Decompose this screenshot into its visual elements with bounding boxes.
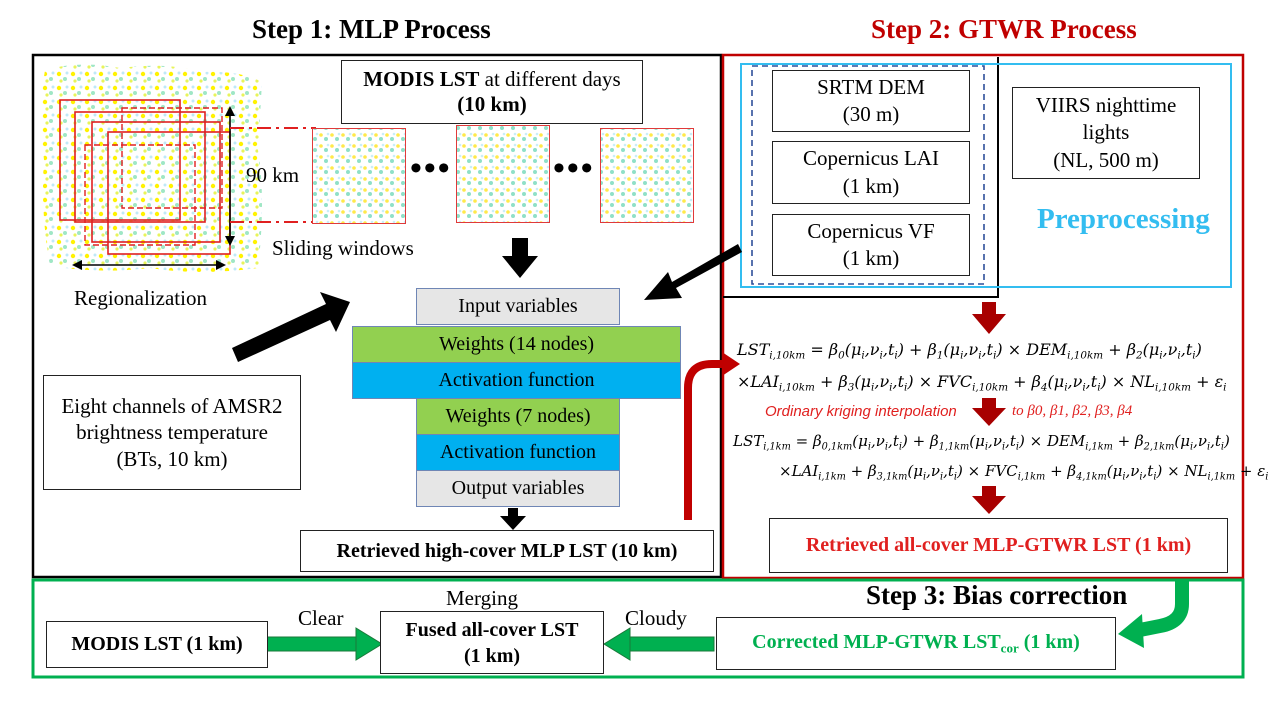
- layer-weights-14: Weights (14 nodes): [352, 326, 681, 363]
- ellipsis-1: •••: [410, 150, 452, 187]
- equation-1-line-2: ×LAIi,10km + β3(μi,νi,ti) × FVCi,10km + …: [737, 372, 1227, 394]
- sliding-windows-label: Sliding windows: [272, 236, 414, 260]
- output-to-result-arrow: [500, 508, 526, 530]
- corrected-lst-box: Corrected MLP-GTWR LSTcor (1 km): [716, 617, 1116, 670]
- step2-title: Step 2: GTWR Process: [871, 14, 1137, 44]
- corrected-lst-main: Corrected MLP-GTWR LST: [752, 630, 1001, 653]
- modis-lst-box: MODIS LST at different days (10 km): [341, 60, 643, 124]
- equation-2-line-2: ×LAIi,1km + β3,1km(μi,νi,ti) × FVCi,1km …: [779, 462, 1269, 483]
- fused-lst-line-2: (1 km): [463, 644, 521, 667]
- clear-label: Clear: [298, 606, 344, 630]
- preprocessing-label: Preprocessing: [1037, 203, 1210, 235]
- kriging-label: Ordinary kriging interpolation: [765, 403, 957, 420]
- gtwr-down-arrow-1: [972, 302, 1006, 334]
- copernicus-vf-box: Copernicus VF (1 km): [772, 214, 970, 276]
- srtm-dem-name: SRTM DEM: [817, 74, 925, 99]
- amsr2-line-2: brightness temperature: [76, 420, 268, 445]
- preprocessing-frame: [740, 63, 1232, 288]
- layer-output-variables: Output variables: [416, 470, 620, 507]
- mlp-result-box: Retrieved high-cover MLP LST (10 km): [300, 530, 714, 572]
- viirs-line-3: (NL, 500 m): [1053, 147, 1159, 172]
- step3-frame: [31, 578, 1245, 679]
- step1-frame: [31, 53, 723, 579]
- layer-weights-7: Weights (7 nodes): [416, 398, 620, 435]
- gtwr-down-arrow-2: [972, 398, 1006, 426]
- gtwr-result-box: Retrieved all-cover MLP-GTWR LST (1 km): [769, 518, 1228, 573]
- layer-activation-2: Activation function: [416, 434, 620, 471]
- mlp-to-gtwr-arrow: [684, 360, 724, 520]
- cloudy-arrow: [603, 627, 715, 661]
- step1-title: Step 1: MLP Process: [252, 14, 491, 44]
- lai-res: (1 km): [842, 173, 900, 198]
- preprocessing-to-network-arrow: [644, 244, 742, 300]
- mlp-result-label: Retrieved high-cover MLP LST (10 km): [336, 539, 678, 562]
- step1-inset-frame: [723, 57, 999, 298]
- amsr2-line-3: (BTs, 10 km): [116, 446, 228, 471]
- ellipsis-2: •••: [553, 150, 595, 187]
- regionalization-label: Regionalization: [74, 286, 207, 310]
- modis-lst-rest: at different days: [479, 67, 621, 91]
- srtm-dem-box: SRTM DEM (30 m): [772, 70, 970, 132]
- window-thumbnail-3: [600, 128, 694, 223]
- gtwr-result-label: Retrieved all-cover MLP-GTWR LST (1 km): [805, 534, 1192, 556]
- windows-to-network-arrow: [502, 238, 538, 278]
- viirs-line-1: VIIRS nighttime: [1035, 93, 1177, 118]
- kriging-target: to β0, β1, β2, β3, β4: [1012, 403, 1133, 419]
- amsr2-box: Eight channels of AMSR2 brightness tempe…: [43, 375, 301, 490]
- viirs-box: VIIRS nighttime lights (NL, 500 m): [1012, 87, 1200, 179]
- srtm-dem-res: (30 m): [842, 102, 900, 126]
- modis-lst-bold: MODIS LST: [363, 67, 480, 91]
- gtwr-down-arrow-3: [972, 486, 1006, 514]
- copernicus-lai-box: Copernicus LAI (1 km): [772, 141, 970, 204]
- lai-name: Copernicus LAI: [803, 146, 939, 171]
- gtwr-to-corrected-arrow: [1138, 580, 1189, 637]
- corrected-lst-sub: cor: [1000, 640, 1019, 656]
- window-thumbnail-1: [312, 128, 406, 224]
- merging-label: Merging: [446, 586, 518, 610]
- equation-1-line-1: LSTi,10km = β0(μi,νi,ti) + β1(μi,νi,ti) …: [737, 340, 1202, 362]
- layer-activation-1: Activation function: [352, 362, 681, 399]
- layer-input-variables: Input variables: [416, 288, 620, 325]
- modis-lst-1km-box: MODIS LST (1 km): [46, 621, 268, 668]
- fused-lst-box: Fused all-cover LST (1 km): [380, 611, 604, 674]
- modis-lst-resolution: (10 km): [457, 92, 527, 116]
- vf-res: (1 km): [842, 246, 900, 270]
- vf-name: Copernicus VF: [807, 218, 935, 243]
- fused-lst-line-1: Fused all-cover LST: [405, 618, 579, 641]
- regionalization-width-arrow: [72, 260, 226, 270]
- step3-title: Step 3: Bias correction: [866, 580, 1128, 610]
- window-thumbnail-2: [456, 125, 550, 223]
- modis-lst-1km-label: MODIS LST (1 km): [71, 633, 243, 655]
- corrected-lst-tail: (1 km): [1018, 630, 1080, 653]
- distance-arrow: [225, 106, 235, 246]
- step2-frame: [721, 53, 1245, 580]
- equation-2-line-1: LSTi,1km = β0,1km(μi,νi,ti) + β1,1km(μi,…: [733, 432, 1230, 453]
- kriging-text: Ordinary kriging interpolation: [765, 403, 957, 420]
- inputs-dashed-frame: [751, 65, 985, 285]
- distance-label: 90 km: [246, 163, 300, 187]
- viirs-line-2: lights: [1082, 120, 1130, 145]
- clear-arrow: [265, 627, 383, 661]
- amsr-to-network-arrow: [232, 292, 350, 362]
- cloudy-label: Cloudy: [625, 606, 687, 630]
- amsr2-line-1: Eight channels of AMSR2: [61, 394, 283, 419]
